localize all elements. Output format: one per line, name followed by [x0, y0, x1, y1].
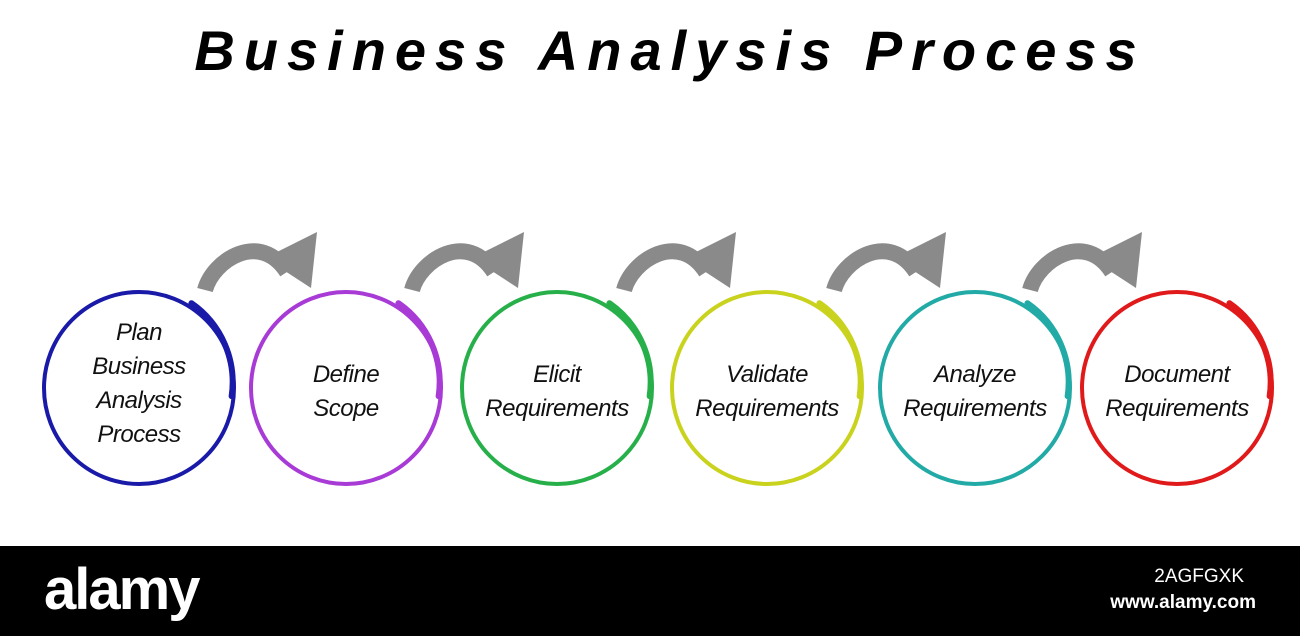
step-label-line: Elicit [533, 361, 581, 388]
step-circle-stroke-define-scope [395, 300, 443, 400]
step-label-line: Analysis [96, 387, 182, 414]
step-label-line: Analyze [934, 361, 1016, 388]
site-url: www.alamy.com [1110, 592, 1256, 613]
process-diagram [42, 232, 1274, 486]
step-label-line: Plan [115, 319, 163, 346]
step-label-line: Define [312, 361, 380, 388]
watermark-bar: alamy 2AGFGXK www.alamy.com [0, 546, 1300, 636]
step-circle-stroke-plan [188, 300, 236, 400]
step-label-line: Scope [313, 395, 379, 422]
flow-arrow-1 [197, 232, 317, 293]
flow-arrow-3 [616, 232, 736, 293]
step-label-line: Document [1124, 361, 1230, 388]
image-id: 2AGFGXK [1154, 566, 1244, 587]
step-label-line: Requirements [903, 395, 1047, 422]
step-circle-stroke-validate [816, 300, 864, 400]
flow-arrow-2 [404, 232, 524, 293]
step-label-line: Process [97, 421, 181, 448]
step-circle-stroke-analyze [1024, 300, 1072, 400]
flow-arrow-4 [826, 232, 946, 293]
step-label-line: Requirements [1105, 395, 1249, 422]
diagram-title: Business Analysis Process [194, 19, 1146, 82]
brand-logo: alamy [44, 557, 200, 622]
flow-arrow-5 [1022, 232, 1142, 293]
step-label-line: Validate [726, 361, 808, 388]
step-label-line: Requirements [485, 395, 629, 422]
step-circle-stroke-document [1226, 300, 1274, 400]
step-label-line: Business [92, 353, 186, 380]
step-label-line: Requirements [695, 395, 839, 422]
step-circle-stroke-elicit [606, 300, 654, 400]
